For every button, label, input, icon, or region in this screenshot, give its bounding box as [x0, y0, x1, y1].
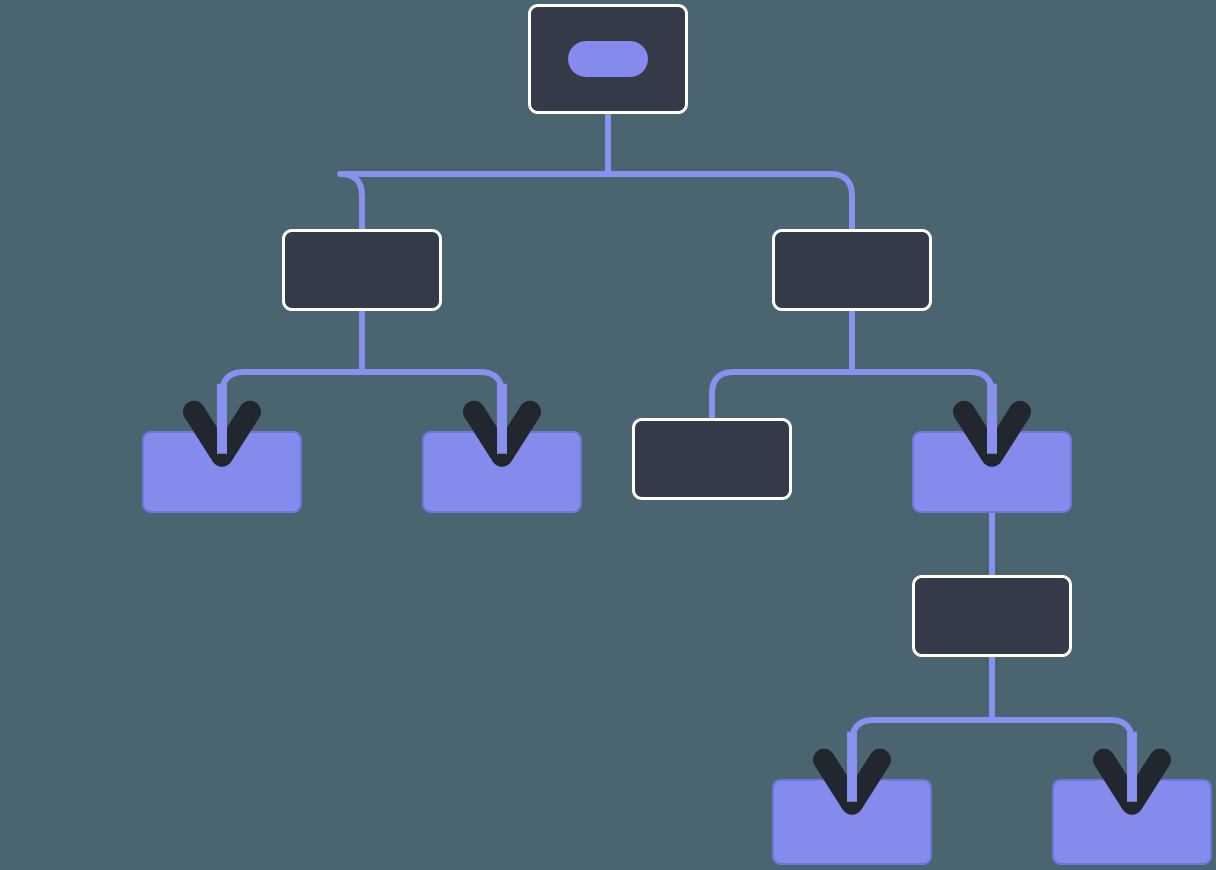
node-n-r2b[interactable] [912, 431, 1072, 513]
node-n-l2a[interactable] [142, 431, 302, 513]
node-n-l2b[interactable] [422, 431, 582, 513]
node-n-r4b[interactable] [1052, 779, 1212, 865]
node-n-r2a[interactable] [632, 418, 792, 500]
node-n-r1[interactable] [772, 229, 932, 311]
node-n-r4a[interactable] [772, 779, 932, 865]
node-pill-root [568, 41, 648, 77]
node-n-r3[interactable] [912, 575, 1072, 657]
node-n-l1[interactable] [282, 229, 442, 311]
